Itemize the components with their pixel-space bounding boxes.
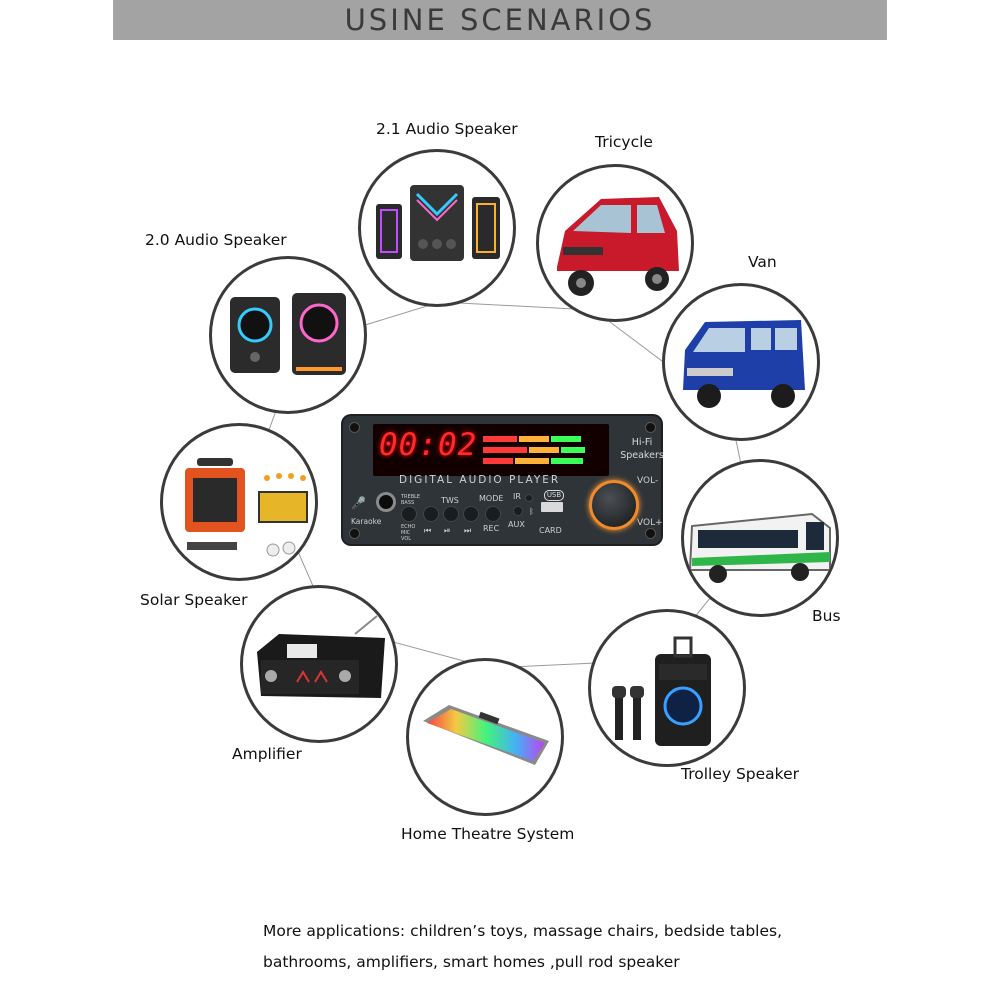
screw-hole	[349, 422, 360, 433]
page-title: USINE SCENARIOS	[344, 3, 656, 37]
label-solar: Solar Speaker	[140, 591, 248, 609]
van-icon	[662, 283, 820, 441]
mode-label: MODE	[479, 494, 504, 503]
scenario-audio-21	[358, 149, 518, 309]
label-van: Van	[748, 253, 777, 271]
label-bus: Bus	[812, 607, 841, 625]
aux-label: AUX	[508, 520, 525, 529]
treble-bass-label: TREBLE BASS	[401, 494, 421, 506]
soundbar-icon	[406, 658, 564, 816]
screw-hole	[645, 528, 656, 539]
prev-button[interactable]	[423, 506, 439, 522]
karaoke-label: Karaoke	[351, 517, 382, 526]
speaker-21-icon	[358, 149, 516, 307]
volume-knob[interactable]	[589, 480, 639, 530]
trolley-speaker-icon	[588, 609, 746, 767]
bus-icon	[681, 459, 839, 617]
mic-icon: 🎤	[351, 496, 366, 510]
next-button[interactable]	[463, 506, 479, 522]
label-audio-20: 2.0 Audio Speaker	[145, 231, 287, 249]
screw-hole	[349, 528, 360, 539]
scenario-theatre	[406, 658, 566, 818]
amplifier-icon	[240, 585, 398, 743]
echo-label: ECHO MIC VOL	[401, 524, 416, 542]
scenario-van	[662, 283, 822, 443]
digital-audio-player: 00:02 Hi-Fi Speakers DIGITAL AUDIO PLAYE…	[343, 416, 664, 544]
bluetooth-icon: ᛒ	[529, 507, 534, 516]
scenario-trolley	[588, 609, 748, 769]
led-display: 00:02	[373, 424, 609, 476]
scenario-bus	[681, 459, 841, 619]
tricycle-icon	[536, 164, 694, 322]
next-icon: ⏭	[464, 526, 472, 535]
time-readout: 00:02	[379, 427, 478, 463]
vol-plus-label: VOL+	[637, 518, 663, 528]
play-pause-button[interactable]	[443, 506, 459, 522]
label-trolley: Trolley Speaker	[681, 765, 799, 783]
vol-minus-label: VOL-	[637, 476, 659, 486]
spectrum-icon	[483, 436, 585, 464]
scenario-amplifier	[240, 585, 400, 745]
scenario-tricycle	[536, 164, 696, 324]
card-label: CARD	[539, 526, 562, 535]
label-theatre: Home Theatre System	[401, 825, 575, 843]
usb-port[interactable]	[541, 502, 563, 512]
footer-line-1: More applications: children’s toys, mass…	[263, 922, 783, 940]
ir-label: IR	[513, 492, 521, 501]
play-pause-icon: ⏯	[444, 526, 451, 535]
tws-label: TWS	[441, 496, 459, 505]
label-amplifier: Amplifier	[232, 745, 302, 763]
header-banner: USINE SCENARIOS	[113, 0, 887, 40]
mode-button[interactable]	[485, 506, 501, 522]
rec-label: REC	[483, 524, 500, 533]
footer-line-2: bathrooms, amplifiers, smart homes ,pull…	[263, 953, 680, 971]
speaker-20-icon	[209, 256, 367, 414]
treble-bass-button[interactable]	[401, 506, 417, 522]
hifi-label: Hi-Fi Speakers	[620, 437, 664, 461]
solar-speaker-icon	[160, 423, 318, 581]
aux-jack[interactable]	[513, 506, 523, 516]
scenario-audio-20	[209, 256, 369, 416]
label-tricycle: Tricycle	[595, 133, 653, 151]
scenario-solar	[160, 423, 320, 583]
label-audio-21: 2.1 Audio Speaker	[376, 120, 518, 138]
footer-text: More applications: children’s toys, mass…	[263, 916, 783, 978]
prev-icon: ⏮	[424, 526, 432, 535]
player-label: DIGITAL AUDIO PLAYER	[399, 474, 561, 486]
mic-jack[interactable]	[376, 492, 396, 512]
usb-badge: USB	[544, 490, 564, 501]
ir-sensor	[525, 494, 533, 502]
screw-hole	[645, 422, 656, 433]
